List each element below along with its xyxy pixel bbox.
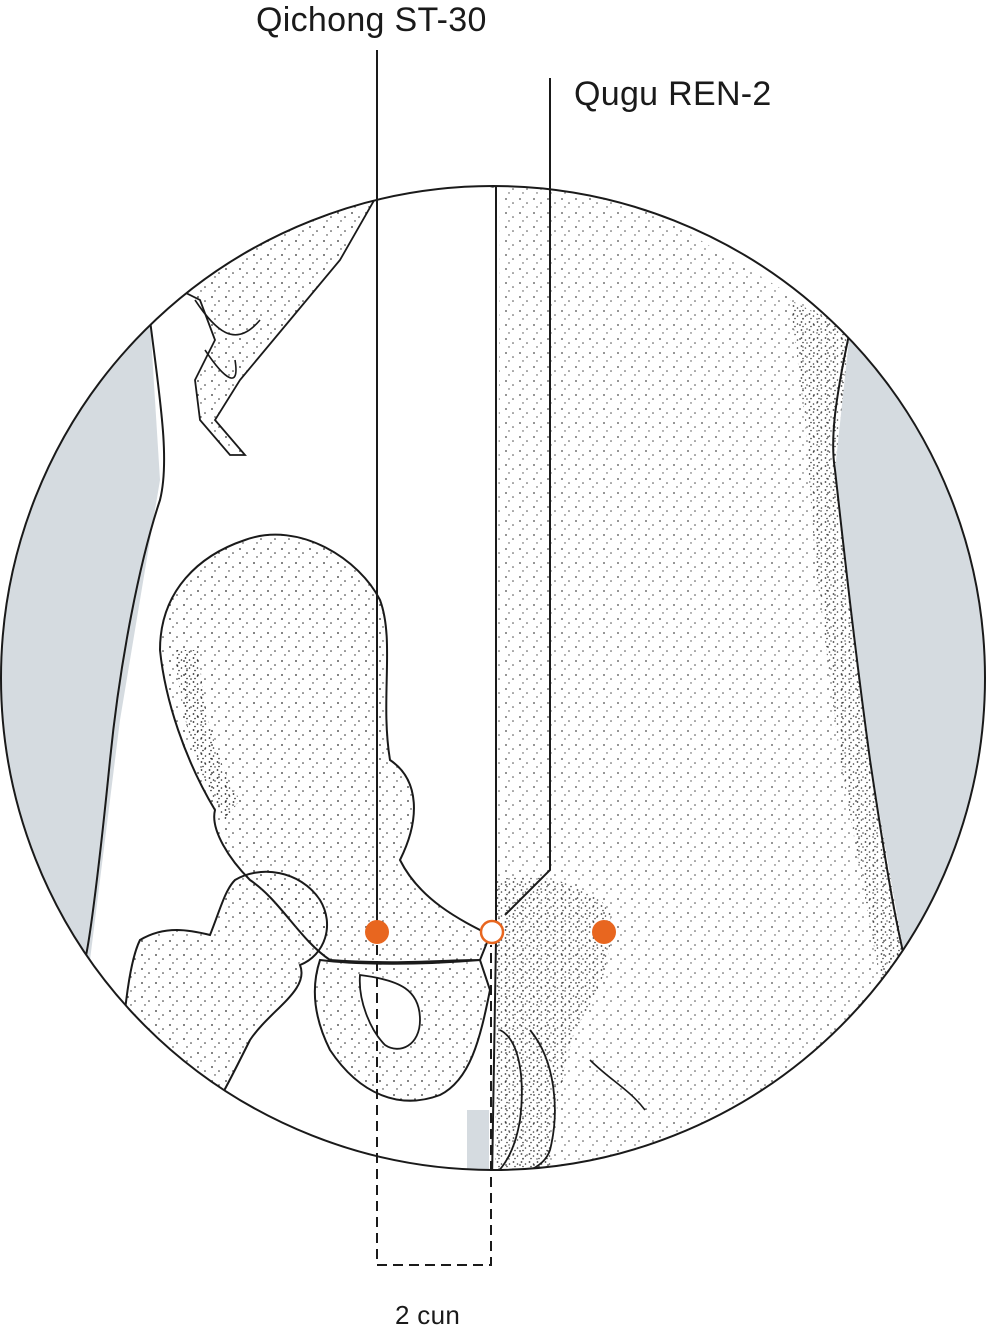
pubic-region	[495, 876, 611, 1170]
acupoint-st30-left	[365, 920, 389, 944]
ilium-bone	[158, 533, 492, 964]
label-measure-cun: 2 cun	[395, 1300, 461, 1330]
label-qichong-st30: Qichong ST-30	[256, 1, 487, 39]
torso-right-contour	[832, 329, 906, 961]
leader-line-ren2	[504, 78, 551, 916]
genital-outline	[494, 1029, 523, 1170]
torso-left-contour	[84, 319, 166, 961]
acupoint-st30-right	[592, 920, 616, 944]
label-qugu-ren2: Qugu REN-2	[574, 75, 772, 113]
rib-line	[194, 299, 261, 336]
rib-line	[204, 349, 237, 379]
measure-bracket	[376, 945, 492, 1266]
obturator-foramen	[358, 973, 421, 1050]
groin-line	[589, 1059, 646, 1111]
background-gap	[467, 1110, 489, 1170]
acupoint-ren2	[479, 919, 505, 945]
vignette-border	[0, 185, 986, 1171]
vignette	[1, 186, 985, 1170]
ilium-shadow	[175, 650, 240, 820]
skin-shadow-right	[790, 300, 905, 980]
